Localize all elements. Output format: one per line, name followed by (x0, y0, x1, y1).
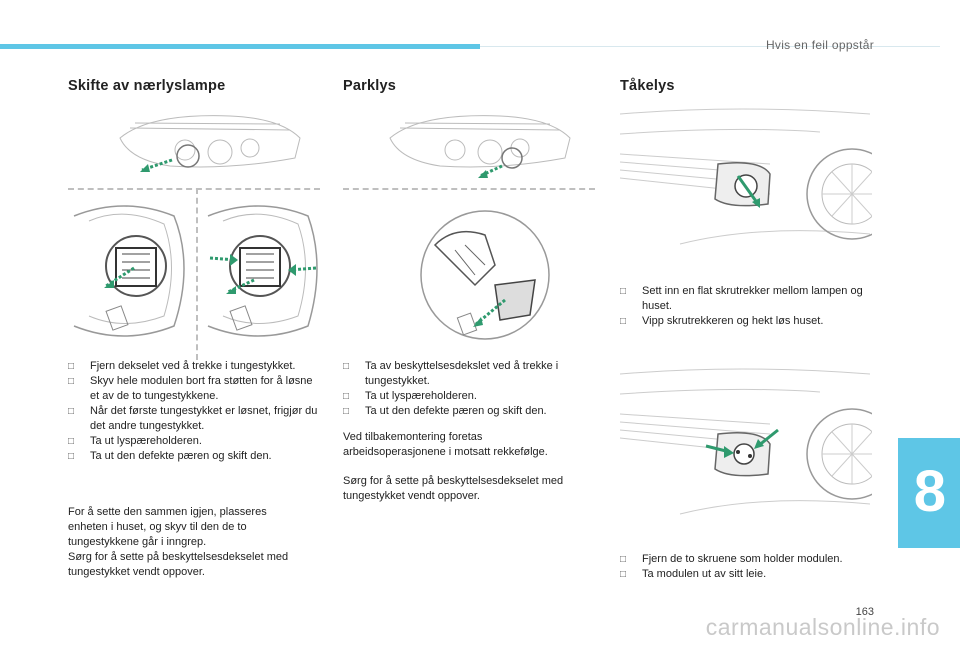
list-item: Ta av beskyttelsesdekslet ved å trekke i… (343, 359, 593, 389)
parking-note-reassembly: Ved tilbakemontering foretas arbeidsoper… (343, 431, 548, 458)
list-item: Vipp skrutrekkeren og hekt løs huset. (620, 314, 876, 329)
list-item: Sett inn en flat skrutrekker mellom lamp… (620, 284, 876, 314)
parking-note-cover: Sørg for å sette på beskyttelsesdekselet… (343, 475, 564, 502)
page-number: 163 (855, 606, 874, 618)
list-item: Ta ut lyspæreholderen. (68, 434, 323, 449)
low-beam-note-reassembly: For å sette den sammen igjen, plasseres … (68, 506, 267, 548)
list-item: Ta ut den defekte pæren og skift den. (68, 449, 323, 464)
header-accent-bar (0, 44, 480, 49)
list-item: Skyv hele modulen bort fra støtten for å… (68, 374, 323, 404)
fog-lamp-illustration-bottom (620, 368, 872, 515)
divider (68, 188, 320, 190)
list-item: Ta ut lyspæreholderen. (343, 389, 593, 404)
parking-steps: Ta av beskyttelsesdekslet ved å trekke i… (343, 359, 593, 419)
list-item: Ta ut den defekte pæren og skift den. (343, 404, 593, 419)
low-beam-steps: Fjern dekselet ved å trekke i tungestykk… (68, 359, 323, 464)
section-title-low-beam: Skifte av nærlyslampe (68, 78, 226, 94)
low-beam-note-cover: Sørg for å sette på beskyttelsesdekselet… (68, 551, 289, 578)
fog-lamp-illustration-top (620, 108, 872, 245)
list-item: Ta modulen ut av sitt leie. (620, 567, 876, 582)
header-rule (480, 46, 940, 47)
chapter-header-title: Hvis en feil oppstår (765, 38, 874, 52)
section-title-fog: Tåkelys (620, 78, 675, 94)
fog-steps-remove-cover: Sett inn en flat skrutrekker mellom lamp… (620, 284, 876, 329)
parking-lamp-illustration (420, 210, 550, 340)
headlamp-illustration (119, 115, 301, 172)
list-item: Fjern de to skruene som holder modulen. (620, 552, 876, 567)
lamp-module-illustration-left (73, 205, 185, 337)
list-item: Når det første tungestykket er løsnet, f… (68, 404, 323, 434)
section-title-parking: Parklys (343, 78, 396, 94)
fog-steps-remove-module: Fjern de to skruene som holder modulen. … (620, 552, 876, 582)
lamp-module-illustration-right (207, 205, 318, 337)
headlamp-illustration (389, 115, 571, 178)
chapter-number: 8 (913, 459, 946, 524)
divider (343, 188, 595, 190)
list-item: Fjern dekselet ved å trekke i tungestykk… (68, 359, 323, 374)
divider-vertical (196, 188, 198, 360)
chapter-tab (898, 438, 960, 548)
watermark: carmanualsonline.info (705, 614, 940, 640)
